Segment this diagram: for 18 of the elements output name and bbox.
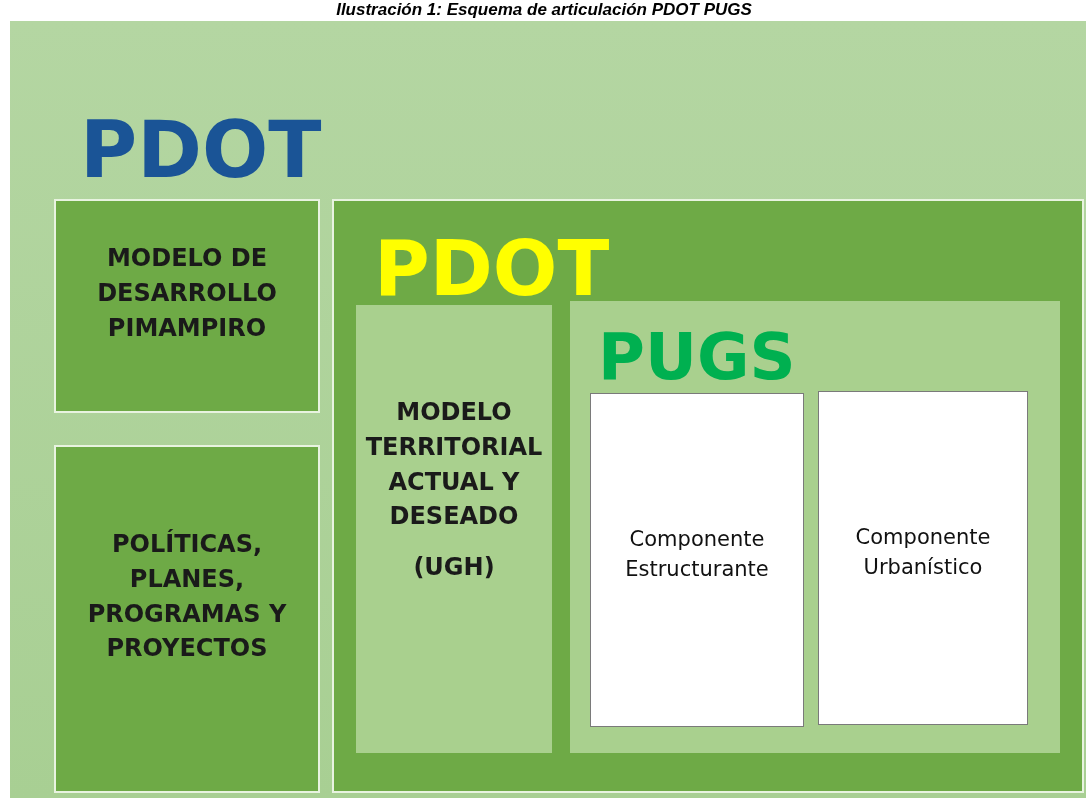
box-text: Componente Urbanístico bbox=[854, 524, 992, 582]
text-box bbox=[54, 199, 320, 413]
nested-panel bbox=[332, 199, 1084, 793]
nested-panel bbox=[570, 301, 1060, 753]
box-note: (UGH) bbox=[413, 552, 495, 584]
text-box bbox=[356, 305, 552, 753]
component-box bbox=[590, 393, 804, 727]
box-text: POLÍTICAS, PLANES, PROGRAMAS Y PROYECTOS bbox=[86, 528, 288, 665]
box-text: MODELO TERRITORIAL ACTUAL Y DESEADO bbox=[364, 397, 544, 533]
panel-heading: PDOT bbox=[374, 231, 610, 307]
diagram-panel bbox=[10, 21, 1086, 798]
component-box bbox=[818, 391, 1028, 725]
box-text: Componente Estructurante bbox=[624, 526, 770, 584]
box-text: MODELO DE DESARROLLO PIMAMPIRO bbox=[96, 243, 278, 344]
text-box bbox=[54, 445, 320, 793]
figure-title: Ilustración 1: Esquema de articulación PDOT PUGS bbox=[335, 0, 753, 19]
panel-heading: PUGS bbox=[598, 325, 796, 389]
panel-heading: PDOT bbox=[80, 111, 322, 189]
